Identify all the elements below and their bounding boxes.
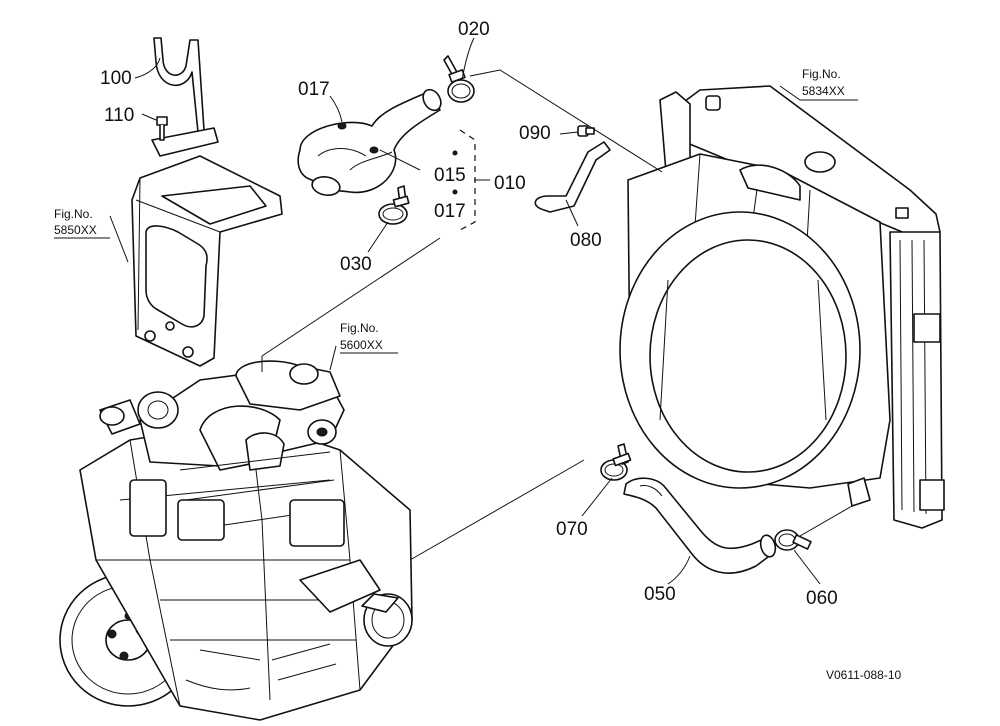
bolt-part-110: [156, 116, 168, 141]
figure-ref-5600-number: 5600XX: [340, 338, 383, 352]
label-part-060: 060: [806, 588, 838, 609]
hose-clamp-part-060: [774, 529, 812, 551]
figure-ref-5834-label: Fig.No.: [802, 67, 841, 81]
label-part-017-lower: 017: [434, 201, 466, 222]
bolt-part-090: [577, 125, 595, 137]
oil-filter: [361, 593, 413, 647]
label-part-110: 110: [104, 105, 134, 126]
label-part-070: 070: [556, 519, 588, 540]
figure-ref-5850-label: Fig.No.: [54, 207, 93, 221]
stay-rod-part-080: [534, 141, 611, 213]
lower-hose-part-050: [623, 477, 777, 574]
leader-lines: [109, 37, 853, 585]
mounting-plate: [151, 127, 219, 157]
label-part-030: 030: [340, 254, 372, 275]
figure-ref-5834[interactable]: Fig.No. 5834XX: [802, 67, 845, 98]
figure-ref-5834-number: 5834XX: [802, 84, 845, 98]
fan-shroud-ring: [619, 211, 861, 489]
label-part-017-upper: 017: [298, 79, 330, 100]
figure-ref-5600-label: Fig.No.: [340, 321, 379, 335]
engine-assembly: [59, 356, 413, 721]
assembly-bracket-010: [459, 129, 476, 231]
label-part-100: 100: [100, 68, 132, 89]
label-part-080: 080: [570, 230, 602, 251]
hose-clamp-part-020: [443, 55, 475, 103]
part-number-labels: 100 110 017 020 015 010 017 030 090 080 …: [100, 19, 838, 609]
hose-clamp-part-070: [600, 443, 632, 481]
drawing-code: V0611-088-10: [826, 668, 901, 682]
label-part-090: 090: [519, 123, 551, 144]
label-part-010: 010: [494, 173, 526, 194]
bracket-assembly: [131, 37, 283, 367]
label-part-020: 020: [458, 19, 490, 40]
upper-hose-part-017: [297, 88, 442, 196]
label-part-050: 050: [644, 584, 676, 605]
label-part-015: 015: [434, 165, 466, 186]
figure-ref-5850-number: 5850XX: [54, 223, 97, 237]
figure-ref-5600[interactable]: Fig.No. 5600XX: [340, 321, 398, 354]
hose-clamp-part-030: [378, 185, 410, 225]
radiator-assembly: [619, 85, 945, 529]
figure-ref-5850[interactable]: Fig.No. 5850XX: [54, 207, 110, 239]
